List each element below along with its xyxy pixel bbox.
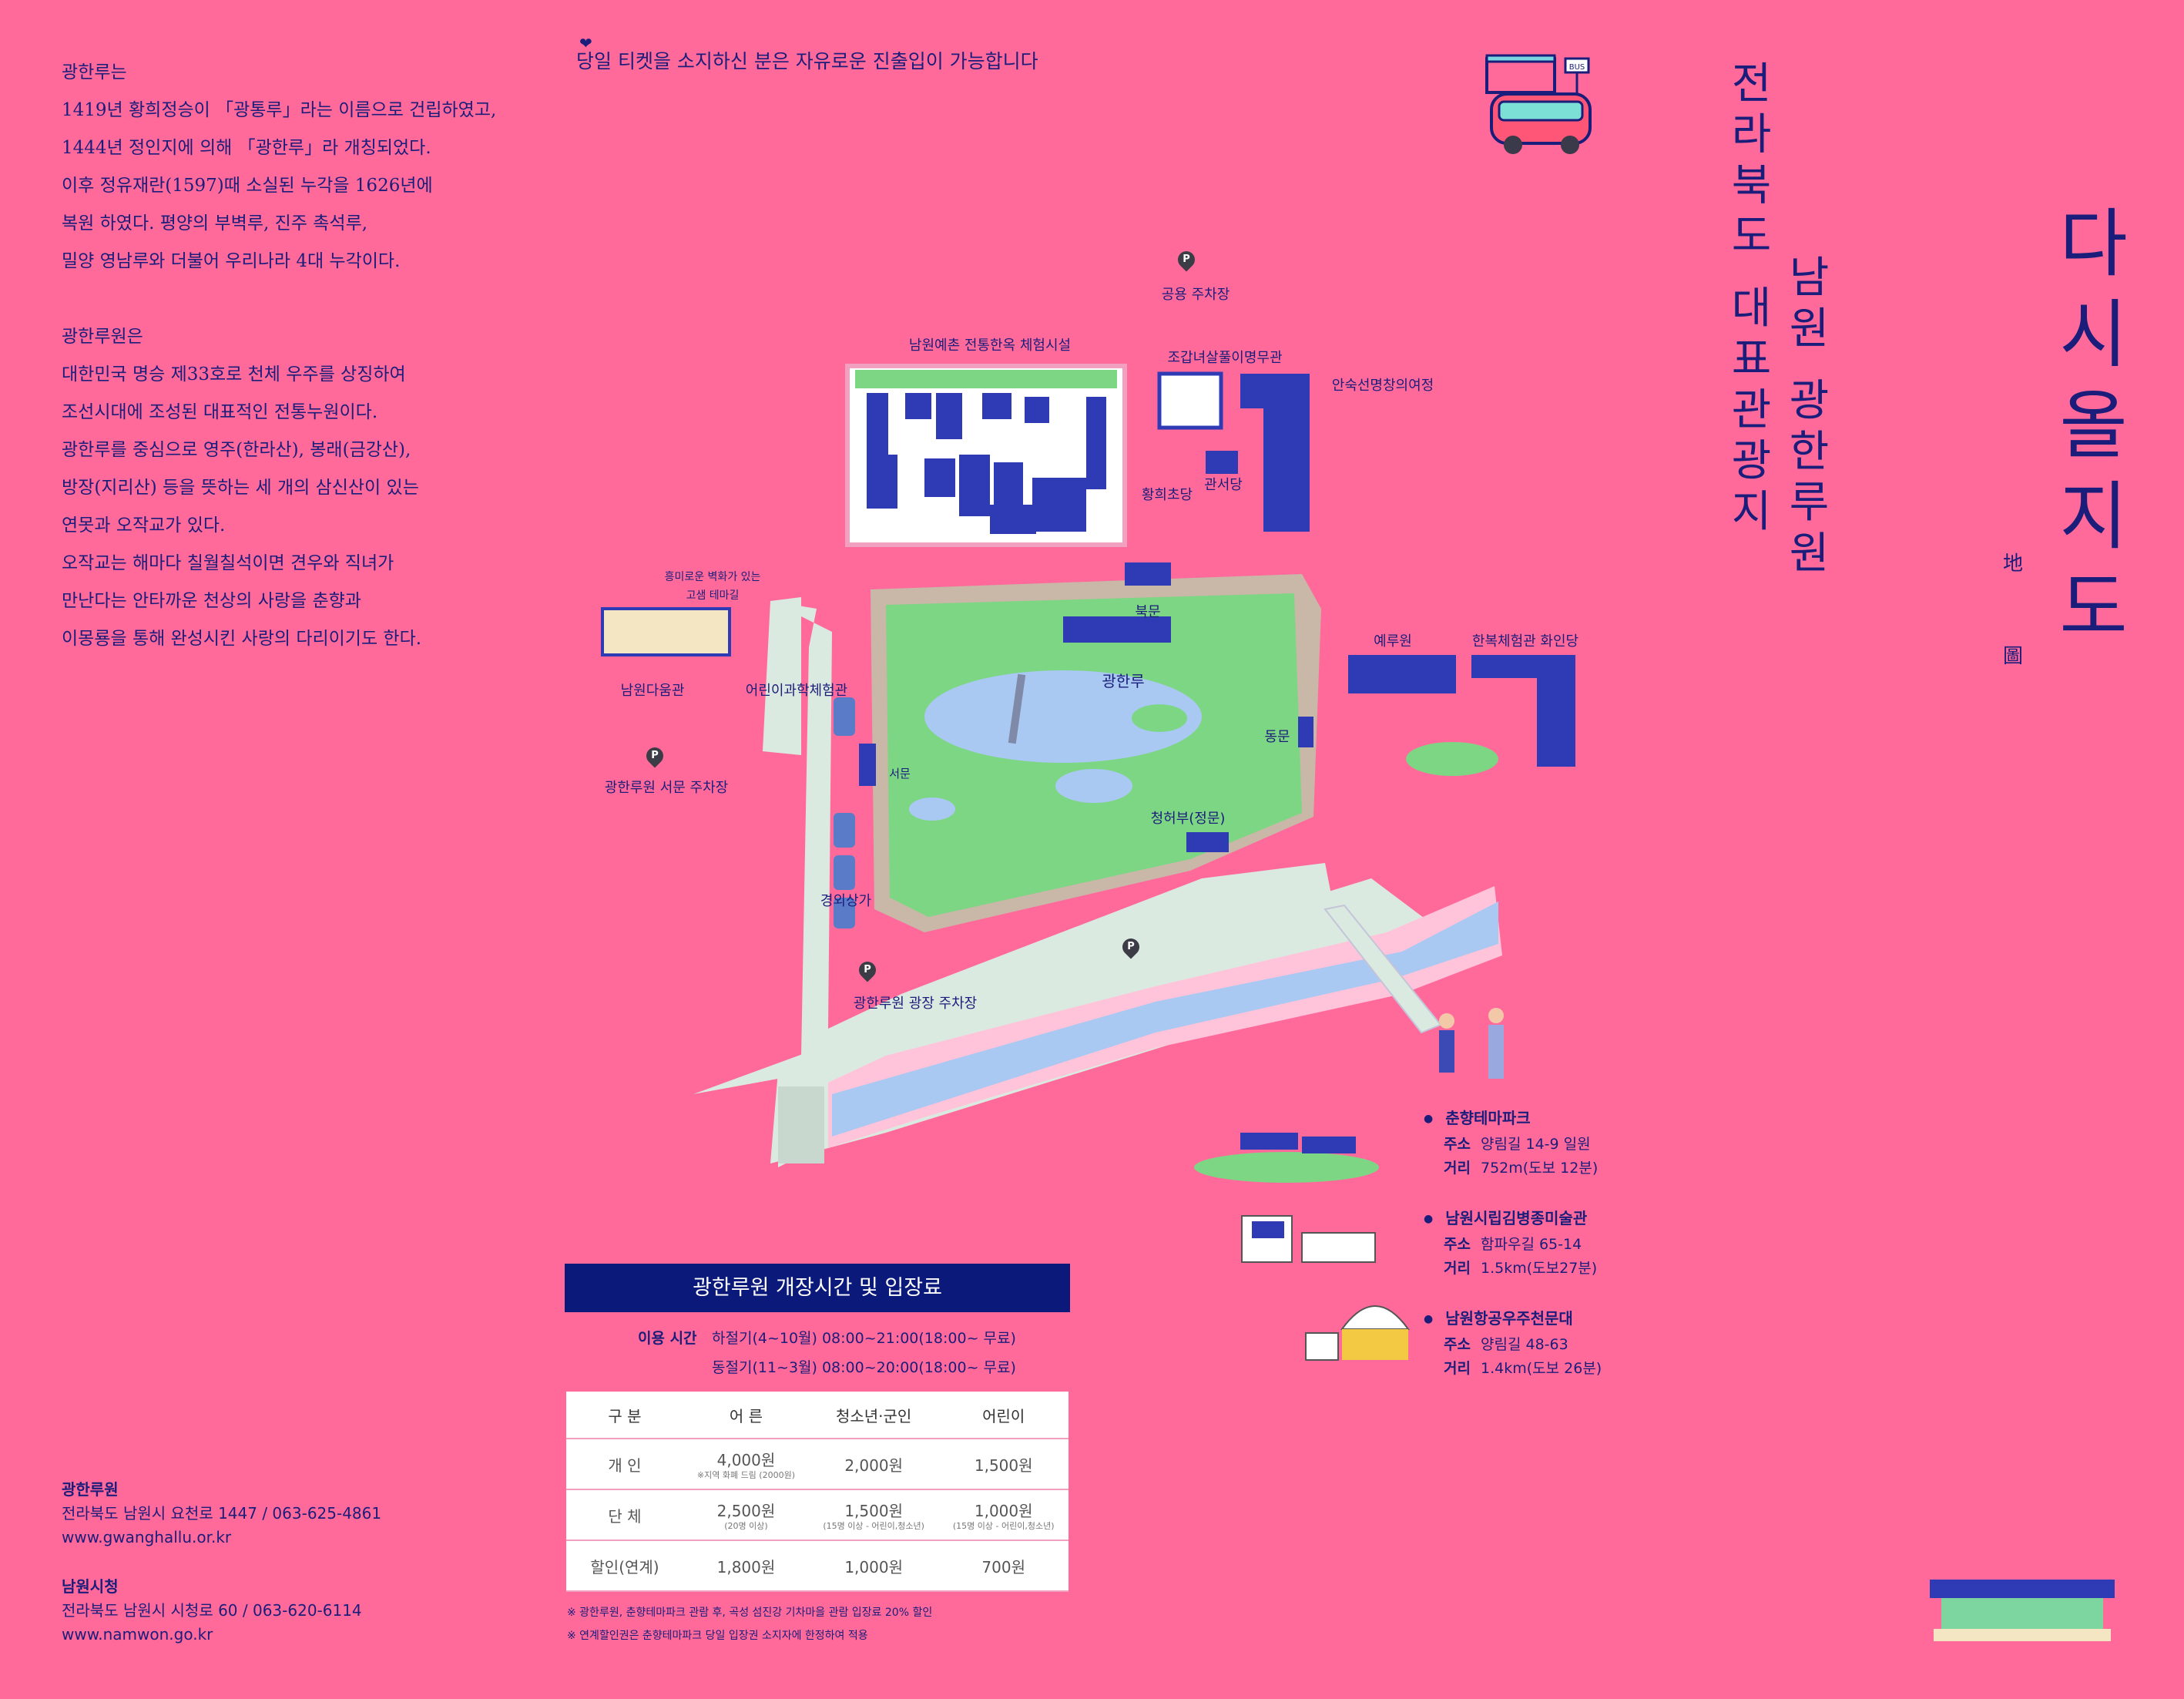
yeruwon-building [1348, 655, 1456, 693]
label-bukmun: 북문 [1135, 604, 1161, 620]
bukmun-gate [1125, 562, 1171, 586]
label-mural-1: 흥미로운 벽화가 있는 [664, 571, 761, 583]
island [1132, 704, 1187, 732]
hanja-title: 地 圖 [2003, 552, 2024, 668]
label-damgwan: 남원다움관 [620, 683, 685, 699]
label-mural-2: 고샘 테마길 [686, 589, 740, 602]
label-ansuk: 안숙선명창의여정 [1331, 378, 1434, 394]
website-link[interactable]: www.gwanghallu.or.kr [62, 1528, 232, 1546]
main-pond [924, 670, 1202, 763]
label-hanbok: 한복체험관 화인당 [1471, 633, 1579, 650]
label-public-parking: 공용 주차장 [1161, 287, 1230, 303]
place-title: 남원 광한루원 [1780, 254, 1830, 581]
website-link[interactable]: www.namwon.go.kr [62, 1625, 213, 1644]
gwanseo-building [1206, 451, 1238, 474]
museum-building [1157, 371, 1223, 430]
ticket-notice: ❤ 당일 티켓을 소지하신 분은 자유로운 진출입이 가능합니다 [576, 34, 1038, 72]
label-science: 어린이과학체험관 [745, 683, 848, 699]
label-gwanghanru: 광한루 [1102, 672, 1145, 690]
parking-icon: P [864, 964, 871, 975]
damgwan-building [601, 607, 731, 656]
parking-pin-icon: P [855, 958, 880, 982]
shop-block [834, 697, 855, 736]
table-row: 할인(연계) 1,800원 1,000원 700원 [566, 1540, 1069, 1592]
region-title: 전라북도 대표관광지 [1723, 60, 1773, 539]
observatory-illustration [1305, 1305, 1410, 1361]
east-gate [1298, 717, 1313, 747]
table-row: 개 인 4,000원※지역 화폐 드림 (2000원) 2,000원 1,500… [566, 1439, 1069, 1490]
parking-icon: P [1127, 941, 1135, 952]
label-yeruwon: 예루원 [1374, 633, 1412, 650]
art-museum-illustration [1241, 1215, 1376, 1263]
parking-pin-icon: P [642, 744, 667, 768]
bus-stop-icon: BUS [1485, 54, 1592, 154]
label-hanok: 남원예촌 전통한옥 체험시설 [908, 337, 1072, 354]
table-row: 단 체 2,500원(20명 이상) 1,500원(15명 이상 - 어린이,청… [566, 1489, 1069, 1541]
label-seomun: 서문 [889, 767, 911, 781]
ojakgyo-bridge [1008, 673, 1026, 744]
river [832, 902, 1498, 1137]
intro-text: 광한루는 1419년 황희정승이 「광통루」라는 이름으로 건립하였고, 144… [62, 54, 555, 696]
parking-pin-icon: P [1119, 935, 1143, 959]
main-gate [1186, 832, 1229, 852]
family-illustration [1439, 1008, 1504, 1079]
intro-paragraph-gwanghanru: 광한루는 1419년 황희정승이 「광통루」라는 이름으로 건립하였고, 144… [62, 62, 497, 271]
chunhyang-park-illustration [1194, 1133, 1379, 1183]
hours-banner: 광한루원 개장시간 및 입장료 [565, 1264, 1070, 1312]
bus-sign: BUS [1569, 63, 1585, 72]
ansuk-building [1240, 374, 1310, 532]
parking-pin-icon: P [1174, 247, 1199, 272]
parking-icon: P [1183, 254, 1190, 265]
price-table: 구 분 어 른 청소년·군인 어린이 개 인 4,000원※지역 화폐 드림 (… [566, 1392, 1069, 1592]
label-cheongheobu: 청허부(정문) [1150, 811, 1226, 827]
palace-illustration [1930, 1580, 2115, 1641]
main-title: 다시올지도 [2044, 204, 2130, 659]
hanbok-building [1471, 655, 1575, 767]
label-shops: 경외상가 [820, 893, 872, 909]
heart-icon: ❤ [579, 34, 592, 52]
parking-icon: P [651, 750, 659, 761]
west-gate [859, 744, 876, 786]
label-museum: 조갑녀살풀이명무관 [1167, 350, 1283, 366]
label-plaza-parking: 광한루원 광장 주차장 [853, 996, 978, 1012]
contact-info: 광한루원 전라북도 남원시 요천로 1447 / 063-625-4861 ww… [62, 1478, 381, 1647]
label-gwanseo: 관서당 [1204, 477, 1243, 493]
label-dongmun: 동문 [1264, 729, 1290, 745]
intro-paragraph-gwanghanruwon: 광한루원은 대한민국 명승 제33호로 천체 우주를 상징하여 조선시대에 조성… [62, 327, 422, 649]
gwanghanru-pavilion [1063, 616, 1171, 643]
discount-notes: ※ 광한루원, 춘향테마파크 관람 후, 곡성 섬진강 기차마을 관람 입장료 … [567, 1607, 933, 1642]
label-west-parking: 광한루원 서문 주차장 [604, 780, 729, 796]
table-header-row: 구 분 어 른 청소년·군인 어린이 [566, 1392, 1069, 1439]
label-hwanghui: 황희초당 [1141, 487, 1193, 503]
